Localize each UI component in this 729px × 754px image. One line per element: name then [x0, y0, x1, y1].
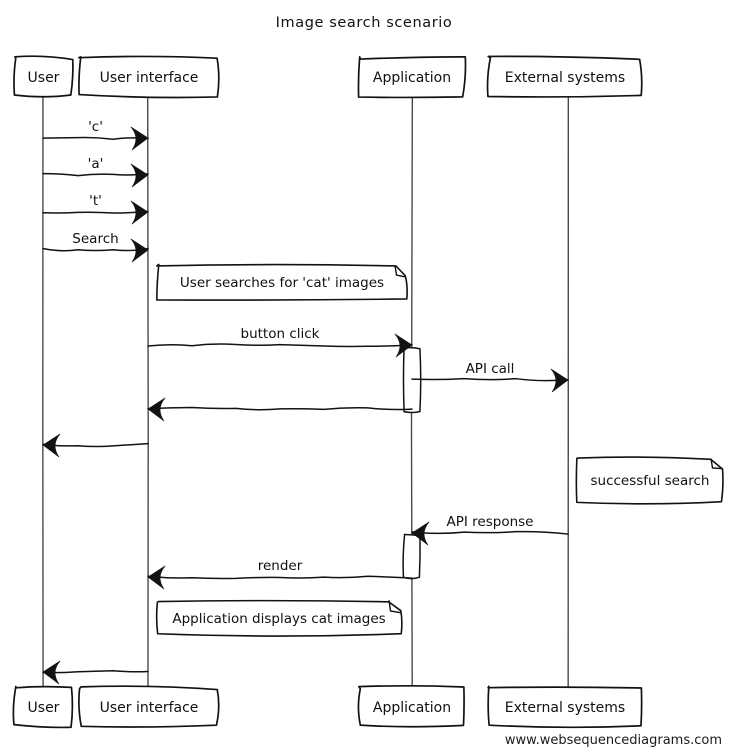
- arrow-head-icon: [130, 163, 149, 188]
- page-title: Image search scenario: [276, 15, 453, 31]
- arrow-head-icon: [394, 333, 413, 358]
- note-label: Application displays cat images: [172, 611, 385, 627]
- message-m11: [42, 660, 149, 685]
- note-shape: [155, 599, 403, 637]
- note-fold-corner-icon: [388, 600, 401, 614]
- message-m2: 'a': [42, 156, 149, 188]
- message-m10: render: [147, 558, 413, 590]
- message-line: [411, 530, 569, 535]
- message-m3: 't': [42, 193, 149, 225]
- message-m1: 'c': [42, 119, 149, 151]
- message-line: [42, 442, 149, 448]
- message-label: render: [258, 558, 303, 574]
- arrow-head-icon: [550, 368, 569, 393]
- arrow-head-icon: [411, 521, 430, 546]
- message-m5: button click: [147, 326, 413, 358]
- lifeline-ui: [146, 95, 149, 689]
- participant-box-hb-app: Application: [357, 55, 467, 99]
- message-line: [42, 669, 149, 674]
- participant-label: External systems: [505, 700, 625, 716]
- message-line: [42, 210, 149, 214]
- participant-label: User interface: [100, 700, 199, 716]
- arrow-head-icon: [130, 200, 149, 225]
- participant-box-fb-ext: External systems: [487, 685, 643, 729]
- participant-box-hb-ext: External systems: [486, 55, 643, 98]
- note-shape: [156, 263, 408, 301]
- message-line: [147, 343, 413, 348]
- note-fold-corner-icon: [710, 458, 723, 470]
- arrow-head-icon: [147, 397, 166, 422]
- participant-label: Application: [373, 70, 451, 86]
- note-fold-corner-icon: [394, 265, 406, 278]
- message-m7: [147, 397, 413, 422]
- lifeline-app: [410, 95, 414, 689]
- message-m8: [42, 433, 149, 458]
- message-line: [42, 247, 149, 252]
- note-n1: User searches for 'cat' images: [156, 263, 408, 301]
- participant-label: User interface: [100, 70, 199, 86]
- message-m9: API response: [411, 514, 569, 546]
- participant-box-hb-user: User: [13, 55, 74, 98]
- participant-label: External systems: [505, 70, 625, 86]
- message-label: Search: [72, 231, 118, 247]
- arrow-head-icon: [130, 126, 149, 151]
- note-label: successful search: [590, 473, 709, 489]
- participant-label: User: [28, 700, 60, 716]
- arrow-head-icon: [42, 433, 61, 458]
- note-n3: Application displays cat images: [155, 599, 403, 637]
- note-shape: [575, 456, 724, 505]
- lifelines-layer: [42, 95, 570, 689]
- participant-box-fb-ui: User interface: [78, 685, 220, 728]
- message-label: 'c': [88, 119, 103, 135]
- footer-attribution: www.websequencediagrams.com: [505, 733, 722, 748]
- participant-label: User: [28, 70, 60, 86]
- message-label: 'a': [88, 156, 104, 172]
- notes-layer: User searches for 'cat' images successful…: [155, 263, 724, 637]
- activation-bar-app: [402, 346, 422, 414]
- arrow-head-icon: [147, 565, 166, 590]
- message-label: 't': [89, 193, 102, 209]
- message-m6: API call: [411, 361, 569, 393]
- arrow-head-icon: [130, 238, 149, 263]
- message-m4: Search: [42, 231, 149, 263]
- message-line: [411, 377, 569, 382]
- message-line: [42, 172, 149, 177]
- participant-box-fb-app: Application: [357, 684, 465, 728]
- note-n2: successful search: [575, 456, 724, 505]
- arrow-head-icon: [42, 660, 61, 685]
- participant-label: Application: [373, 700, 451, 716]
- note-label: User searches for 'cat' images: [180, 275, 384, 291]
- message-label: API response: [447, 514, 534, 530]
- message-line: [42, 136, 149, 140]
- message-line: [147, 406, 413, 411]
- participant-box-fb-user: User: [12, 685, 74, 729]
- message-label: API call: [466, 361, 515, 377]
- participant-box-hb-ui: User interface: [78, 55, 220, 99]
- activation-bar-app: [402, 533, 421, 580]
- message-label: button click: [241, 326, 320, 342]
- message-line: [147, 575, 413, 580]
